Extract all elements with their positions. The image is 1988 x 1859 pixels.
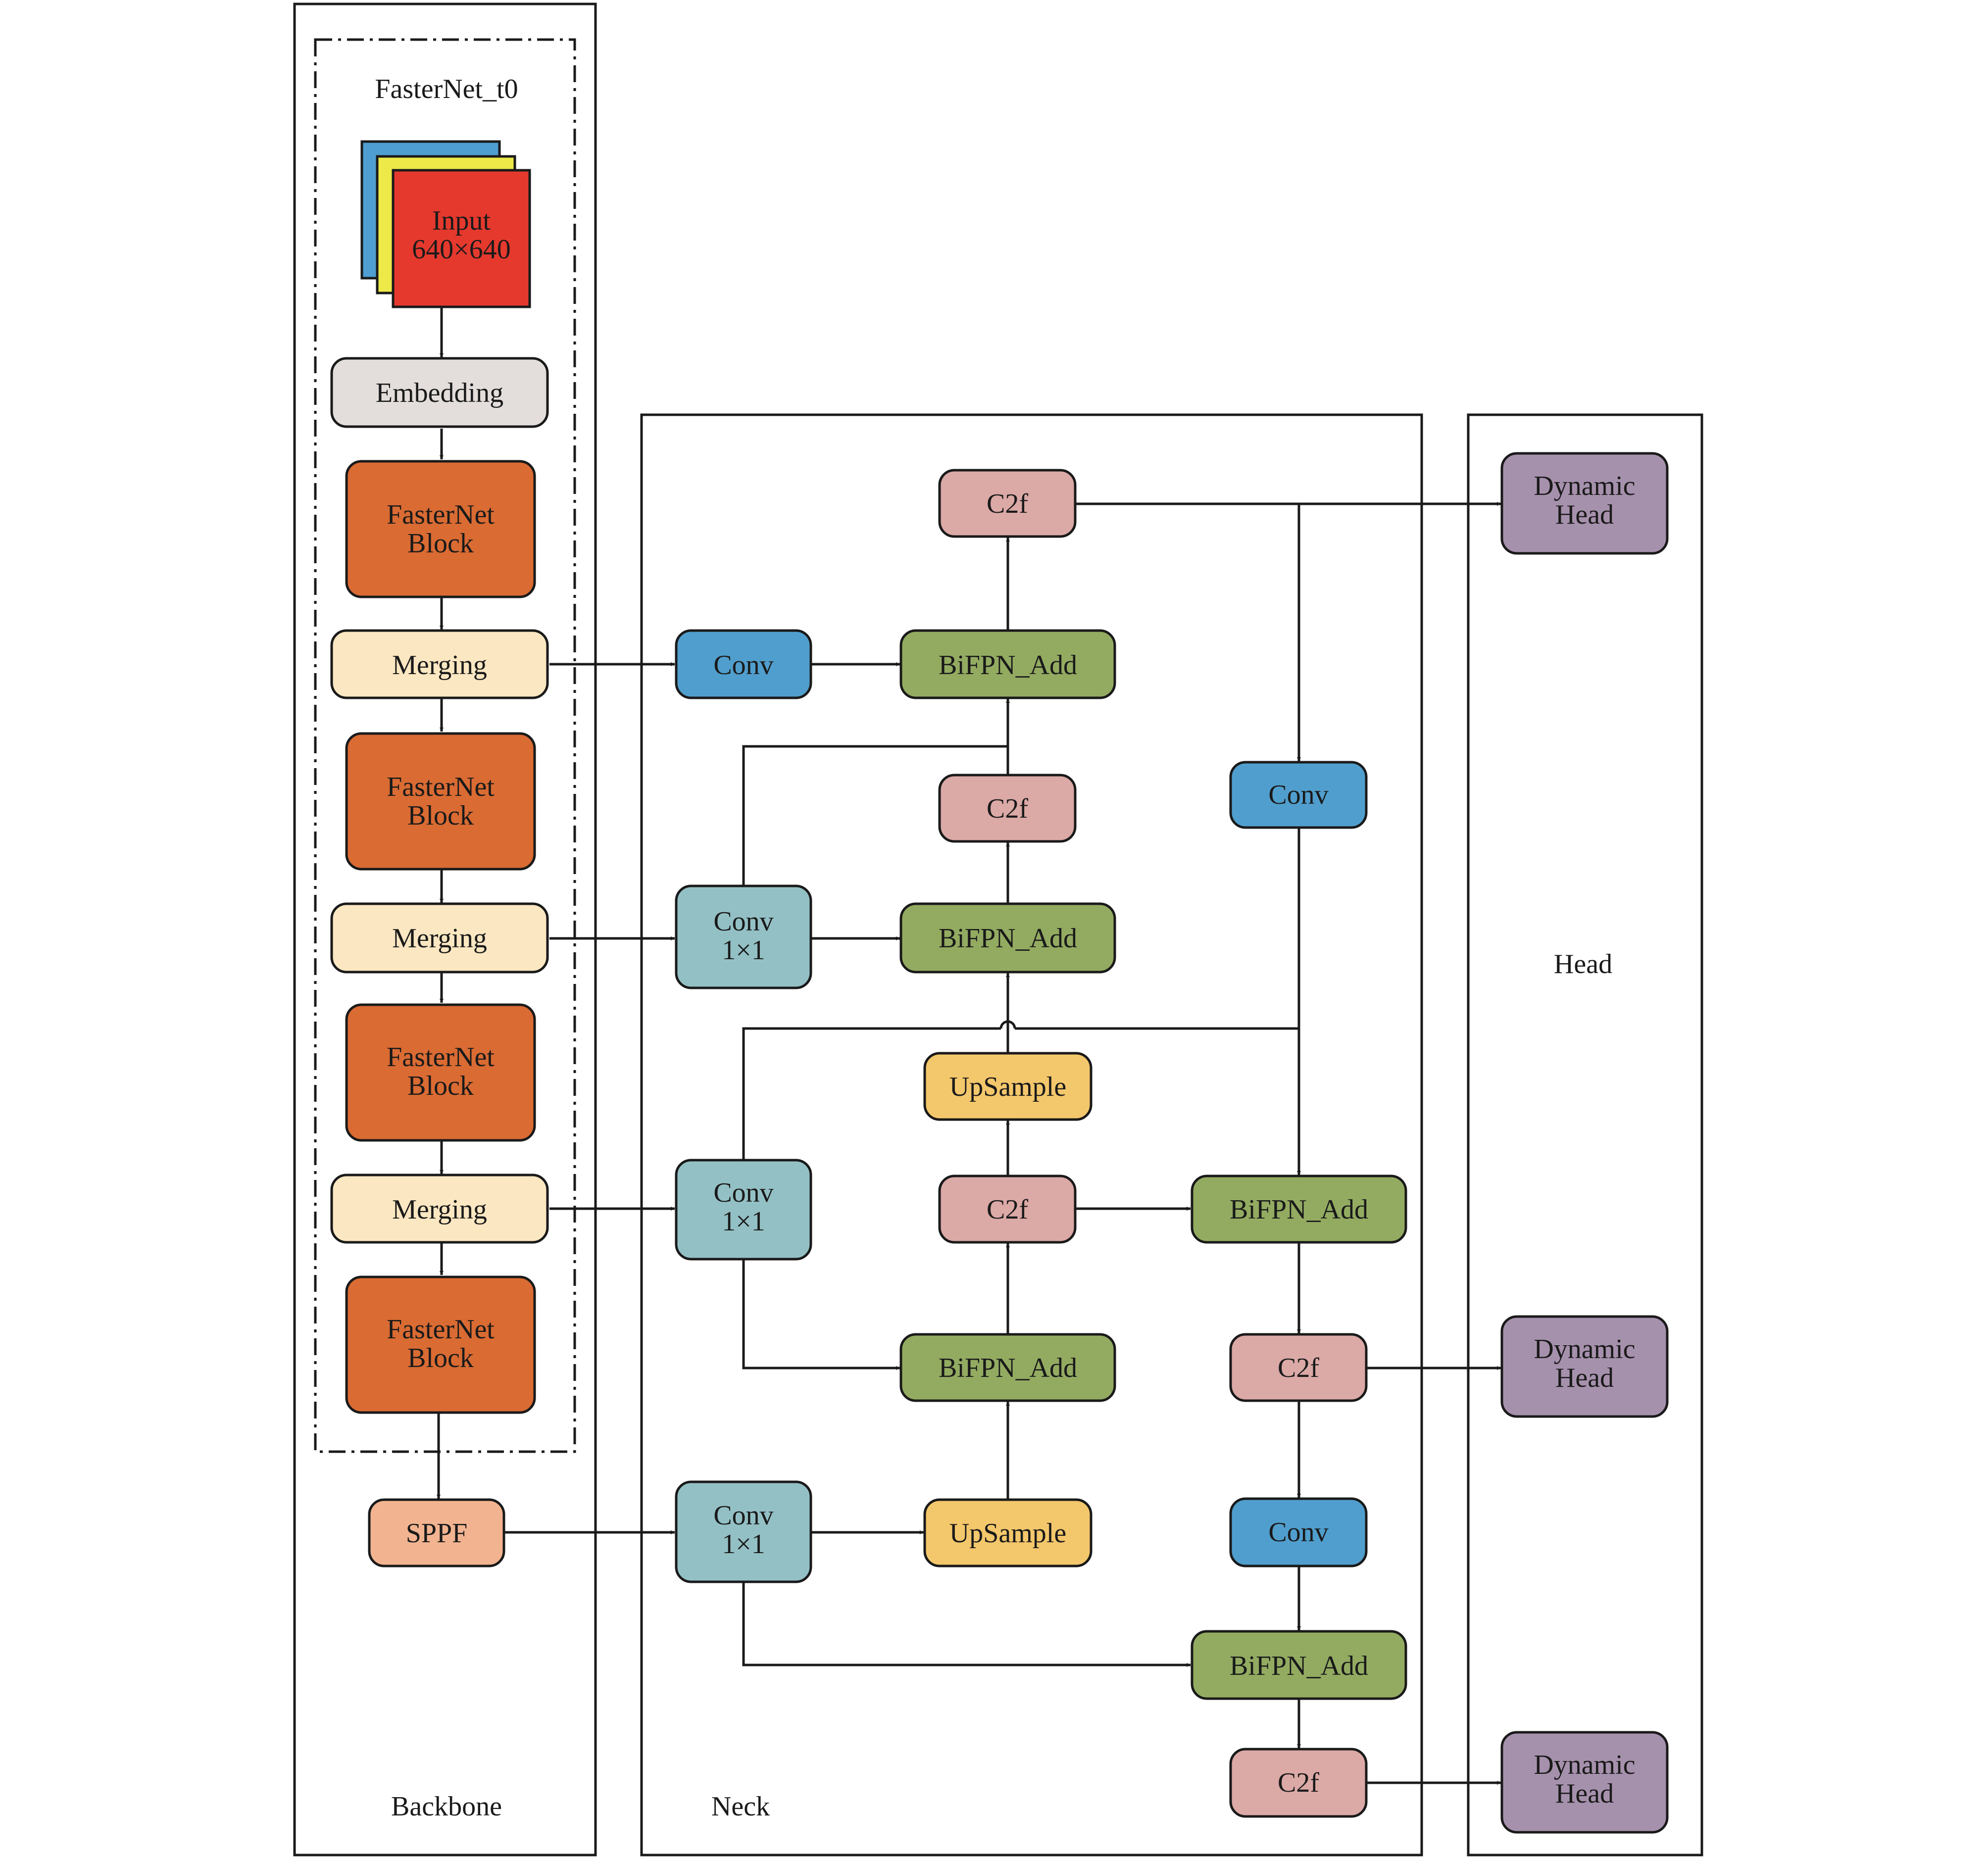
svg-text:Block: Block [407, 1343, 474, 1373]
svg-text:C2f: C2f [987, 1194, 1028, 1225]
svg-text:1×1: 1×1 [722, 935, 765, 966]
backbone-frame [293, 2, 597, 1857]
merging-1: Merging [330, 629, 549, 699]
fasternet-block-4: FasterNet Block [345, 1275, 536, 1414]
merging-2: Merging [330, 902, 549, 974]
svg-text:BiFPN_Add: BiFPN_Add [939, 650, 1077, 681]
svg-text:C2f: C2f [987, 489, 1028, 519]
svg-text:Block: Block [407, 1071, 474, 1101]
fasternet-block-3: FasterNet Block [345, 1003, 536, 1142]
conv1x1-a: Conv 1×1 [675, 884, 812, 989]
svg-text:UpSample: UpSample [949, 1072, 1066, 1102]
svg-text:Merging: Merging [392, 1194, 487, 1225]
input-stack: Input 640×640 [360, 140, 531, 308]
svg-text:FasterNet: FasterNet [387, 772, 495, 802]
conv-right-low: Conv [1229, 1497, 1368, 1567]
line-conv1x1a-to-bifpn-top [742, 745, 1008, 885]
fasternet-block-1: FasterNet Block [345, 460, 536, 598]
svg-text:Conv: Conv [1268, 1517, 1328, 1548]
c2f-bottom: C2f [1229, 1748, 1368, 1818]
svg-text:Conv: Conv [713, 1500, 773, 1531]
bifpn-right: BiFPN_Add [1191, 1174, 1407, 1244]
svg-text:Merging: Merging [392, 923, 487, 954]
sppf-node: SPPF [368, 1498, 505, 1567]
svg-text:Dynamic: Dynamic [1534, 471, 1635, 501]
svg-text:Block: Block [407, 528, 474, 559]
upsample-mid: UpSample [923, 1052, 1093, 1121]
svg-text:Block: Block [407, 800, 474, 831]
merging-3: Merging [330, 1174, 549, 1244]
svg-text:Conv: Conv [713, 1177, 773, 1208]
upsample-low: UpSample [923, 1498, 1093, 1567]
head-label: Head [1554, 949, 1612, 979]
svg-text:UpSample: UpSample [949, 1518, 1066, 1549]
arrow-conv1x1c-bifpn-bottom [742, 1583, 1191, 1667]
neck-frame [640, 413, 1423, 1857]
bifpn-mid: BiFPN_Add [899, 902, 1116, 974]
svg-text:Conv: Conv [713, 906, 773, 937]
svg-text:BiFPN_Add: BiFPN_Add [1230, 1194, 1368, 1225]
input-layer-red [392, 169, 531, 308]
svg-text:1×1: 1×1 [722, 1206, 765, 1237]
connections [437, 308, 1501, 1785]
svg-text:Conv: Conv [1268, 780, 1328, 810]
svg-text:SPPF: SPPF [406, 1518, 468, 1549]
svg-text:C2f: C2f [987, 793, 1028, 824]
svg-text:Head: Head [1555, 1363, 1614, 1393]
svg-text:Head: Head [1555, 499, 1614, 530]
c2f-top: C2f [938, 469, 1077, 538]
svg-text:Merging: Merging [392, 650, 487, 681]
dynamic-head-2: Dynamic Head [1500, 1315, 1669, 1418]
conv1x1-c: Conv 1×1 [675, 1480, 812, 1583]
embedding-label: Embedding [376, 378, 503, 408]
bifpn-top: BiFPN_Add [899, 629, 1116, 699]
conv1x1-b: Conv 1×1 [675, 1159, 812, 1261]
svg-text:Dynamic: Dynamic [1534, 1750, 1635, 1780]
svg-text:1×1: 1×1 [722, 1529, 765, 1560]
line-hop [999, 1020, 1016, 1029]
svg-text:BiFPN_Add: BiFPN_Add [1230, 1651, 1368, 1681]
embedding-node: Embedding [330, 357, 549, 428]
svg-text:FasterNet: FasterNet [387, 1314, 495, 1345]
svg-text:FasterNet: FasterNet [387, 499, 495, 530]
svg-text:Conv: Conv [713, 650, 773, 681]
input-size: 640×640 [412, 234, 511, 265]
dynamic-head-3: Dynamic Head [1500, 1731, 1669, 1834]
neck-label: Neck [711, 1791, 770, 1822]
c2f-low: C2f [938, 1174, 1077, 1244]
svg-text:C2f: C2f [1278, 1767, 1319, 1798]
svg-text:BiFPN_Add: BiFPN_Add [939, 923, 1077, 954]
fasternet-label: FasterNet_t0 [375, 74, 518, 104]
fasternet-block-2: FasterNet Block [345, 732, 536, 871]
backbone-label: Backbone [391, 1791, 502, 1822]
bifpn-low: BiFPN_Add [899, 1333, 1116, 1402]
conv-right-top: Conv [1229, 761, 1368, 829]
line-conv1x1b-up [742, 1027, 1001, 1159]
c2f-mid: C2f [938, 774, 1077, 843]
svg-text:FasterNet: FasterNet [387, 1042, 495, 1073]
svg-text:Dynamic: Dynamic [1534, 1334, 1635, 1365]
c2f-right: C2f [1229, 1333, 1368, 1402]
head-frame [1467, 413, 1703, 1857]
svg-text:C2f: C2f [1278, 1353, 1319, 1383]
arrow-conv1x1b-bifpn-low [742, 1260, 900, 1370]
input-label: Input [432, 205, 491, 236]
bifpn-bottom: BiFPN_Add [1191, 1630, 1407, 1700]
fasternet-frame [314, 38, 576, 1453]
svg-text:BiFPN_Add: BiFPN_Add [939, 1353, 1077, 1383]
dynamic-head-1: Dynamic Head [1500, 452, 1669, 555]
svg-text:Head: Head [1555, 1778, 1614, 1809]
conv-top: Conv [675, 629, 812, 699]
